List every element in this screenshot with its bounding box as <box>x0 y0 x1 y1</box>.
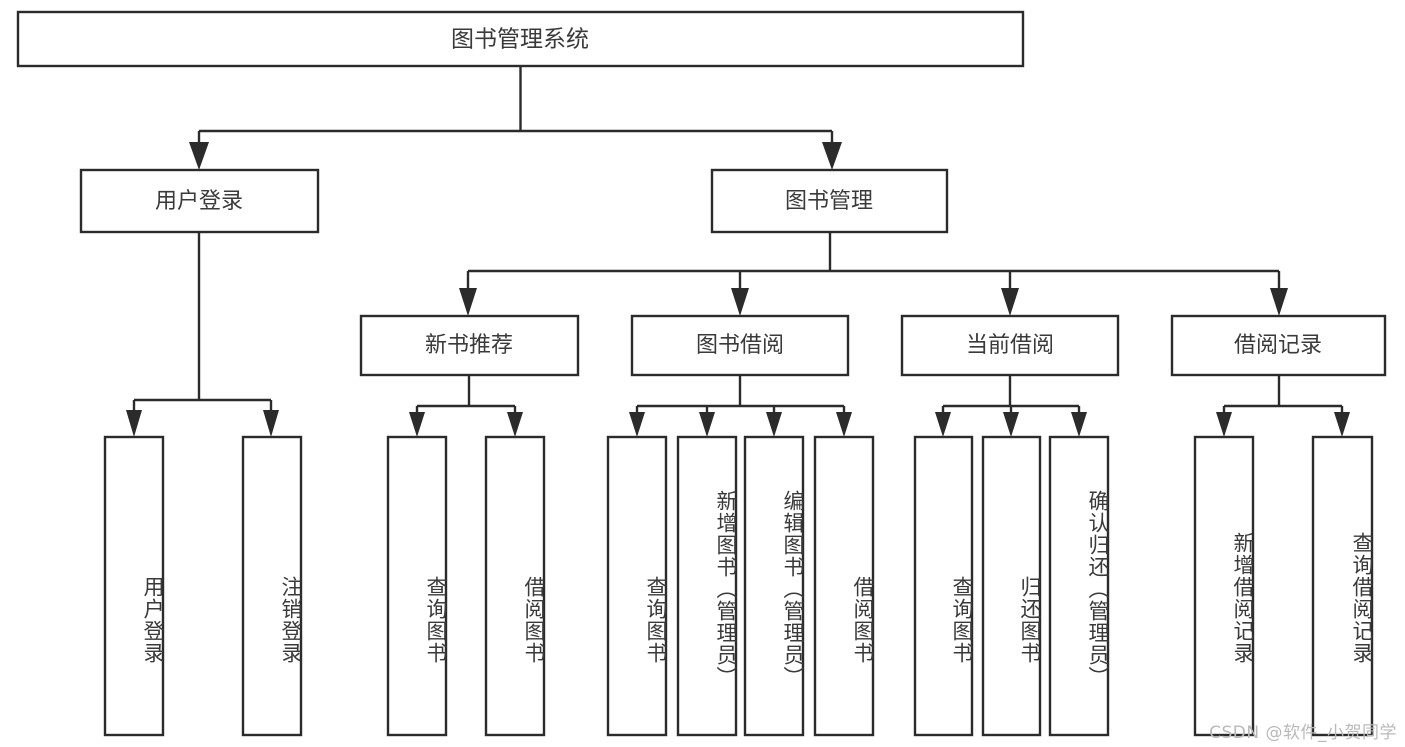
arrow-head-current-borrow <box>1001 288 1019 316</box>
arrow-head-leaf-cb-3 <box>1071 412 1087 437</box>
node-book-borrow-label: 图书借阅 <box>696 333 784 358</box>
node-new-book-label: 新书推荐 <box>425 333 513 358</box>
arrow-head-leaf-bb-1 <box>629 412 645 437</box>
leaf-box-bb-3[interactable] <box>743 435 805 737</box>
leaf-box-bb-2[interactable] <box>676 435 738 737</box>
node-user-login-label: 用户登录 <box>155 189 243 214</box>
node-book-borrow-box[interactable] <box>630 314 850 377</box>
leaf-box-cb-1[interactable] <box>913 435 974 737</box>
leaf-box-nb-1[interactable] <box>386 435 448 737</box>
arrow-head-leaf-bb-4 <box>836 412 852 437</box>
arrow-head-borrow-record <box>1270 288 1288 316</box>
arrow-head-leaf-bb-2 <box>699 412 715 437</box>
leaf-box-bb-4[interactable] <box>813 435 875 737</box>
node-new-book-box[interactable] <box>359 314 580 377</box>
node-root-box[interactable] <box>16 10 1025 68</box>
connectors-bookmanage-to-level3 <box>459 233 1288 316</box>
node-root-label: 图书管理系统 <box>451 27 589 53</box>
node-book-manage-box[interactable] <box>710 168 949 234</box>
connectors-userlogin-to-leaves <box>126 233 279 437</box>
arrow-head-book-borrow <box>731 288 749 316</box>
arrow-head-user-login <box>189 142 209 170</box>
leaf-box-nb-2[interactable] <box>484 435 546 737</box>
connectors-bookborrow-to-leaves <box>629 376 852 437</box>
arrow-head-leaf-cb-2 <box>1003 412 1019 437</box>
arrow-head-new-book <box>459 288 477 316</box>
node-user-login-box[interactable] <box>79 168 320 234</box>
leaf-box-cb-2[interactable] <box>981 435 1042 737</box>
leaf-box-br-2[interactable] <box>1311 435 1374 737</box>
csdn-watermark: CSDN @软件_小贺同学 <box>1209 723 1397 743</box>
node-current-borrow-label: 当前借阅 <box>966 333 1054 358</box>
arrow-head-leaf-br-1 <box>1216 412 1232 437</box>
leaf-box-br-1[interactable] <box>1193 435 1255 737</box>
arrow-head-leaf-bb-3 <box>766 412 782 437</box>
connectors-newbook-to-leaves <box>409 376 523 437</box>
arrow-head-leaf-nb-2 <box>507 412 523 437</box>
connectors-currentborrow-to-leaves <box>935 376 1087 437</box>
arrow-head-leaf-nb-1 <box>409 412 425 437</box>
leaf-box-cb-3[interactable] <box>1048 435 1110 737</box>
leaf-box-ul-1[interactable] <box>103 435 165 737</box>
node-current-borrow-box[interactable] <box>900 314 1120 377</box>
arrow-head-leaf-br-2 <box>1334 412 1350 437</box>
arrow-head-leaf-ul-2 <box>263 410 279 437</box>
arrow-head-leaf-ul-1 <box>126 410 142 437</box>
node-book-manage-label: 图书管理 <box>785 189 873 214</box>
arrow-head-leaf-cb-1 <box>935 412 951 437</box>
connectors-root-to-level2 <box>189 66 842 170</box>
node-borrow-record-label: 借阅记录 <box>1234 333 1322 358</box>
arrow-head-book-manage <box>822 142 842 170</box>
leaf-box-ul-2[interactable] <box>241 435 303 737</box>
connectors-borrowrecord-to-leaves <box>1216 376 1350 437</box>
node-borrow-record-box[interactable] <box>1170 314 1387 377</box>
leaf-box-bb-1[interactable] <box>606 435 668 737</box>
